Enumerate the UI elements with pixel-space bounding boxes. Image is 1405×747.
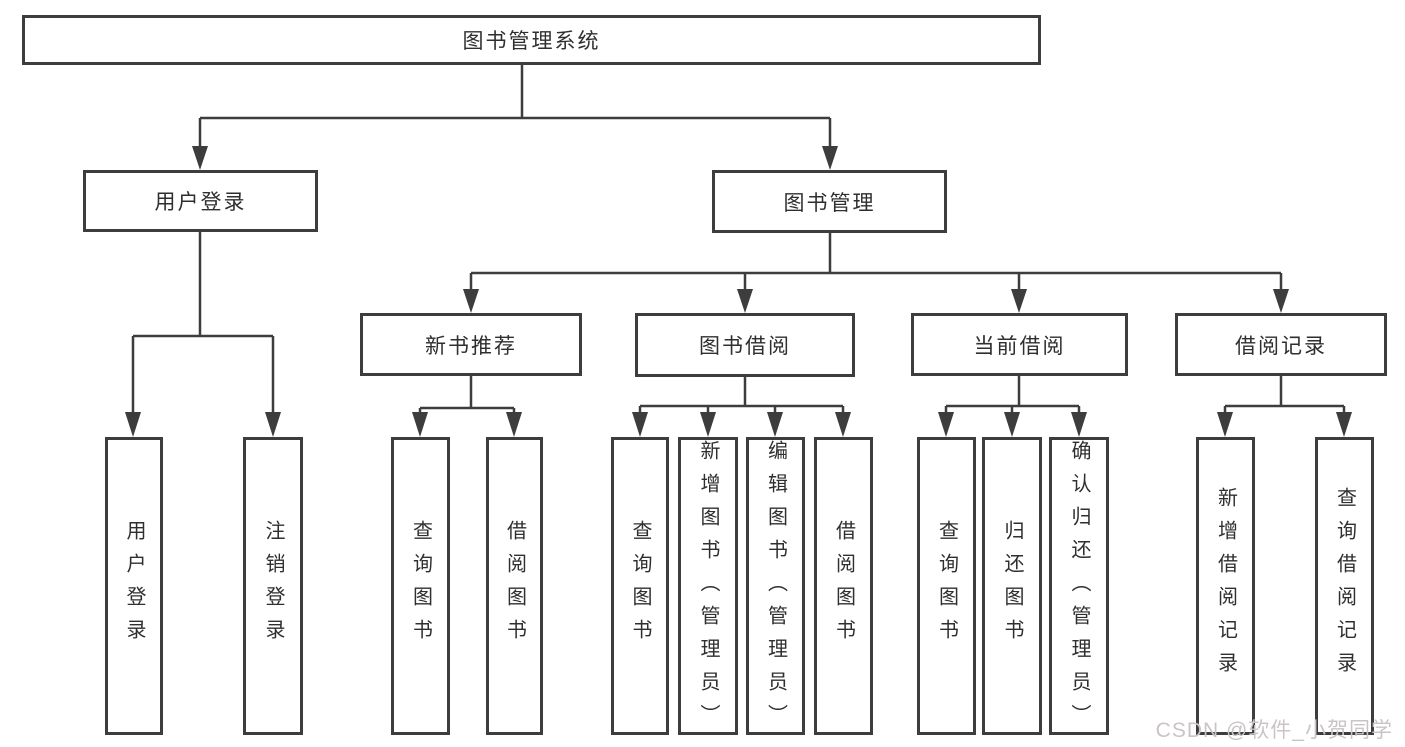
leaf-query-books-newbook: 查询图书 (391, 437, 450, 735)
leaf-add-borrow-record: 新增借阅记录 (1196, 437, 1255, 735)
leaf-label: 编辑图书（管理员） (764, 440, 787, 737)
leaf-label: 用户登录 (123, 520, 145, 652)
leaf-add-book-admin: 新增图书（管理员） (678, 437, 738, 737)
node-label: 新书推荐 (425, 334, 517, 358)
leaf-edit-book-admin: 编辑图书（管理员） (746, 437, 805, 737)
node-label: 图书管理系统 (462, 30, 601, 53)
leaf-label: 借阅图书 (503, 520, 526, 652)
leaf-query-borrow-record: 查询借阅记录 (1315, 437, 1374, 735)
leaf-label: 注销登录 (262, 520, 284, 652)
leaf-label: 确认归还（管理员） (1068, 440, 1090, 737)
leaf-label: 查询图书 (409, 520, 432, 652)
leaf-label: 新增图书（管理员） (697, 440, 719, 737)
node-label: 图书管理 (783, 191, 876, 215)
node-label: 当前借阅 (973, 334, 1066, 358)
node-label: 用户登录 (154, 191, 247, 214)
node-book-borrow: 图书借阅 (635, 313, 855, 377)
leaf-return-book: 归还图书 (982, 437, 1042, 735)
leaf-user-login: 用户登录 (105, 437, 163, 735)
csdn-watermark: CSDN @软件_小贺同学 (1155, 719, 1393, 742)
leaf-confirm-return-admin: 确认归还（管理员） (1049, 437, 1109, 737)
leaf-label: 新增借阅记录 (1214, 487, 1237, 685)
leaf-logout: 注销登录 (243, 437, 303, 735)
node-new-book-recommend: 新书推荐 (360, 313, 582, 376)
leaf-borrow-books-borrow: 借阅图书 (814, 437, 873, 735)
leaf-label: 借阅图书 (832, 520, 855, 652)
node-label: 图书借阅 (699, 335, 791, 358)
node-label: 借阅记录 (1235, 334, 1327, 358)
leaf-query-books-borrow: 查询图书 (611, 437, 669, 735)
leaf-label: 归还图书 (1001, 520, 1023, 652)
leaf-borrow-books-newbook: 借阅图书 (486, 437, 543, 735)
leaf-query-books-current: 查询图书 (917, 437, 976, 735)
arrowhead-icons (125, 146, 1352, 437)
node-current-borrow: 当前借阅 (911, 313, 1128, 376)
node-user-login: 用户登录 (83, 170, 318, 232)
leaf-label: 查询借阅记录 (1333, 487, 1356, 685)
node-library-system: 图书管理系统 (22, 15, 1041, 65)
node-borrow-records: 借阅记录 (1175, 313, 1387, 376)
leaf-label: 查询图书 (629, 520, 651, 652)
node-book-management: 图书管理 (712, 170, 947, 233)
leaf-label: 查询图书 (935, 520, 958, 652)
